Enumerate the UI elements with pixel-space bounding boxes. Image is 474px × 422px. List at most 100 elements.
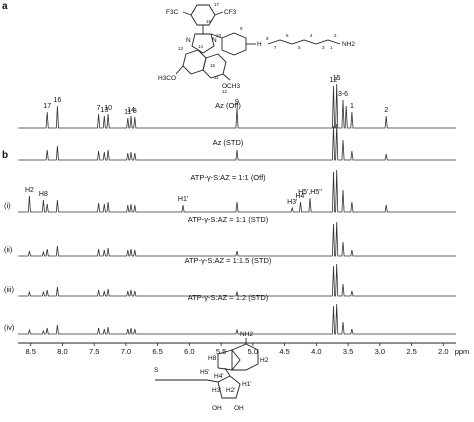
x-tick-label: 2.5 (406, 347, 416, 356)
atp-structure (155, 338, 259, 399)
spectrum-trace: ATP-γ-S:AZ = 1:1 (STD) (ii) (4, 215, 456, 257)
atp-h2-label: H2 (260, 357, 269, 364)
peak-label: 15 (333, 75, 341, 82)
atom-number-label: 9 (240, 26, 243, 31)
spectrum-trace: ATP-γ-S:AZ = 1:1.5 (STD)(iii) (4, 256, 456, 297)
atp-ribose-ring (217, 375, 241, 399)
imidazole-n-label: N (186, 37, 191, 44)
spectrum-index-label: (ii) (4, 245, 13, 254)
atp-h5p-label: H5' (200, 369, 210, 376)
nh2-label: NH2 (342, 41, 355, 48)
atp-purine-ring-five (217, 349, 241, 371)
peak-label: 10 (104, 105, 112, 112)
ligand-imidazole-ring (191, 33, 215, 54)
spectrum-label: ATP-γ-S:AZ = 1:2 (STD) (188, 293, 269, 302)
peak-label: H5',H5'' (298, 189, 322, 196)
atp-labels: S NH2 H8 H2 H1' H2' H3' H4' H5' OH OH (154, 331, 269, 412)
atom-number-label: 8 (266, 36, 269, 41)
spectrum-trace: Az (STD) (18, 123, 456, 161)
spectrum-index-label: (i) (4, 201, 11, 210)
spectrum-line (18, 83, 456, 129)
atom-number-label: 2 (334, 33, 337, 38)
peak-label: 8 (133, 108, 137, 115)
spectrum-line (18, 303, 456, 335)
x-tick-label: 7.5 (89, 347, 99, 356)
atp-oh-left-label: OH (212, 405, 222, 412)
atp-nh2-label: NH2 (240, 331, 253, 338)
x-tick-label: 3.5 (343, 347, 353, 356)
ligand-bond (175, 65, 184, 75)
ligand-bond (222, 73, 231, 81)
peak-label: 1 (350, 103, 354, 110)
atom-number-label: 7 (274, 45, 277, 50)
atom-number-label: 17 (214, 2, 220, 7)
atp-h2p-label: H2' (226, 387, 236, 394)
x-tick-label: 3.0 (375, 347, 385, 356)
x-tick-label: 6.5 (152, 347, 162, 356)
ligand-aryl-ring (190, 4, 216, 26)
imidazole-n2-label: N (212, 37, 217, 44)
peak-label: 13 (100, 107, 108, 114)
atp-h4p-label: H4' (214, 373, 224, 380)
atp-s-label: S (154, 367, 159, 374)
atp-h1p-label: H1' (242, 381, 252, 388)
atp-purine-ring-six (231, 343, 259, 371)
spectrum-label: Az (STD) (213, 138, 244, 147)
atom-number-label: 6 (286, 33, 289, 38)
atom-number-label: 10 (216, 33, 222, 38)
atom-number-label: 14 (198, 44, 204, 49)
spectrum-line (18, 123, 456, 161)
atp-oh-right-label: OH (234, 405, 244, 412)
panel-label-a: a (2, 1, 8, 12)
atom-number-label: 11 (214, 75, 219, 80)
atp-glycosidic-bond (224, 367, 231, 377)
atom-number-label: 3 (322, 45, 325, 50)
atom-number-label: 16 (206, 19, 212, 24)
panel-label-b: b (2, 150, 8, 161)
peak-label: 11 (124, 109, 131, 116)
ligand-peg-chain (267, 39, 341, 45)
atp-triphosphate-chain (155, 379, 219, 383)
x-tick-label: 5.5 (216, 347, 226, 356)
atp-h3p-label: H3' (212, 387, 222, 394)
peak-label: H4' (295, 193, 305, 200)
spectrum-label: Az (Off) (215, 101, 241, 110)
peak-label: 2 (384, 107, 388, 114)
peak-label: 7 (97, 105, 101, 112)
x-tick-label: 4.5 (279, 347, 289, 356)
atom-number-label: 1 (330, 45, 333, 50)
spectrum-label: ATP-γ-S:AZ = 1:1 (Off) (190, 173, 266, 182)
x-tick-label: 2.0 (438, 347, 448, 356)
spectrum-line (18, 169, 456, 213)
peak-label: 17 (43, 103, 51, 110)
spectrum-line (18, 221, 456, 257)
peak-label: H2 (25, 187, 34, 194)
spectrum-label: ATP-γ-S:AZ = 1:1 (STD) (188, 215, 269, 224)
ligand-labels: F3C CF3 N N H NH2 H3CO OCH3 (158, 9, 355, 90)
och3-left-label: H3CO (158, 75, 176, 82)
x-tick-label: 7.0 (121, 347, 131, 356)
ligand-bond (214, 11, 224, 16)
ligand-benzyl-ring (221, 32, 247, 56)
atom-number-label: 5 (298, 45, 301, 50)
peak-label: 16 (53, 97, 61, 104)
x-axis-unit-label: ppm (455, 347, 470, 356)
peak-label: H1' (178, 196, 188, 203)
och3-right-label: OCH3 (222, 83, 240, 90)
x-tick-label: 8.0 (57, 347, 67, 356)
spectrum-line (18, 263, 456, 297)
cf3-left-label: F3C (166, 9, 179, 16)
x-tick-label: 4.0 (311, 347, 321, 356)
spectrum-trace: ATP-γ-S:AZ = 1:2 (STD)(iv) (4, 293, 456, 335)
peak-label: H3' (287, 199, 297, 206)
atp-h8-label: H8 (208, 355, 217, 362)
amide-nh-label: H (257, 41, 262, 48)
peak-label: 12 (330, 77, 338, 84)
atom-number-label: 15 (210, 63, 216, 68)
ligand-bond (182, 11, 192, 16)
